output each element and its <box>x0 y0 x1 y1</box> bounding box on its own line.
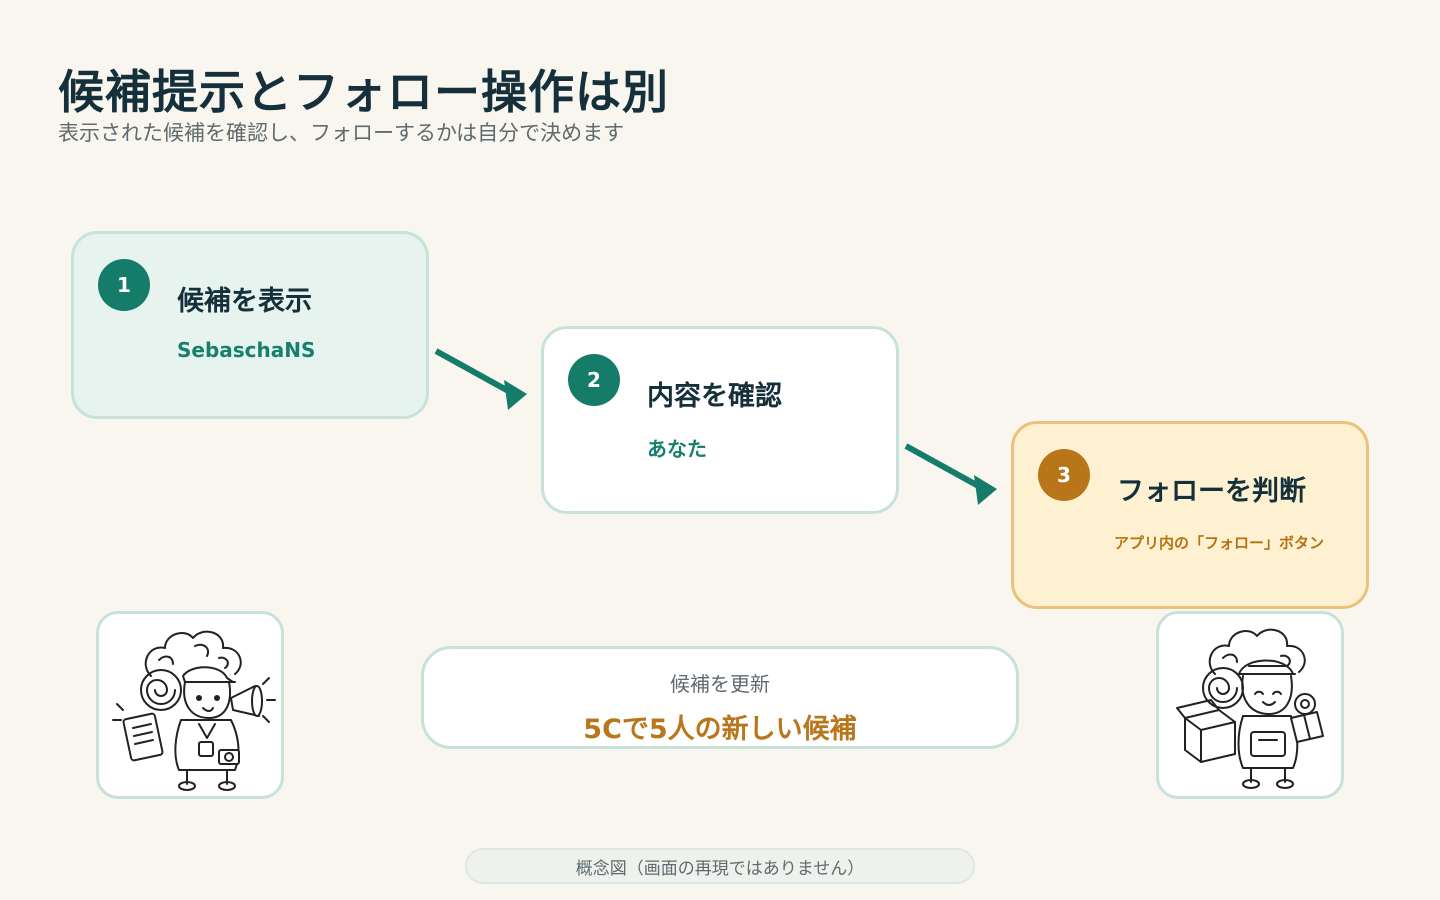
step-card-review-content: 2 内容を確認 あなた <box>541 326 899 514</box>
mascot-megaphone-icon <box>112 630 276 791</box>
step-actor: SebaschaNS <box>177 338 316 362</box>
arrow-right-down-icon <box>434 348 527 410</box>
step-label: 内容を確認 <box>647 381 782 412</box>
step-label: フォローを判断 <box>1117 476 1306 507</box>
step-card-decide-follow: 3 フォローを判断 アプリ内の「フォロー」ボタン <box>1011 421 1369 609</box>
step-number-badge: 2 <box>568 354 620 406</box>
page-subtitle: 表示された候補を確認し、フォローするかは自分で決めます <box>58 121 625 145</box>
step-actor: アプリ内の「フォロー」ボタン <box>1114 534 1325 552</box>
mascot-card-right <box>1156 611 1344 799</box>
step-actor: あなた <box>647 437 707 461</box>
step-number-badge: 1 <box>98 259 150 311</box>
step-label: 候補を表示 <box>177 286 312 317</box>
concept-diagram-note: 概念図（画面の再現ではありません） <box>465 848 975 884</box>
arrow-right-down-icon <box>904 443 997 505</box>
mascot-boxes-icon <box>1176 628 1324 789</box>
update-label: 候補を更新 <box>670 672 770 696</box>
candidate-update-box: 候補を更新 5Cで5人の新しい候補 <box>421 646 1019 749</box>
step-card-show-candidates: 1 候補を表示 SebaschaNS <box>71 231 429 419</box>
update-value: 5Cで5人の新しい候補 <box>583 714 857 745</box>
step-number-badge: 3 <box>1038 449 1090 501</box>
mascot-card-left <box>96 611 284 799</box>
page-title: 候補提示とフォロー操作は別 <box>58 65 669 119</box>
